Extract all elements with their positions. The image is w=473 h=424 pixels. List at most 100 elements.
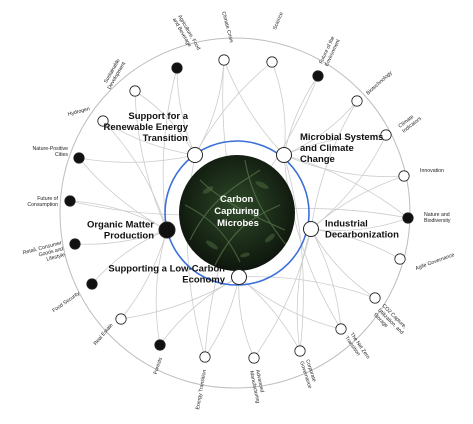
outer-node-marker[interactable] [248, 352, 260, 364]
outer-node-label: Energy Transition [195, 369, 208, 410]
theme-node-marker[interactable] [158, 221, 176, 239]
link-lowcarbon-9 [238, 276, 376, 299]
outer-node[interactable]: CorporateGovernance [294, 345, 319, 390]
link-microbial-7 [283, 154, 409, 219]
outer-node-label: Biotechnology [365, 70, 394, 97]
theme-node-marker[interactable] [303, 221, 319, 237]
link-lowcarbon-10 [238, 276, 342, 330]
outer-node-label: Retail, ConsumerGoods andLifestyle [22, 240, 66, 268]
link-industrial-10 [310, 228, 342, 330]
outer-node-marker[interactable] [129, 85, 141, 97]
outer-node-label: Science [272, 11, 285, 30]
outer-node[interactable]: Hydrogen [67, 106, 109, 127]
outer-node-marker[interactable] [171, 62, 183, 74]
link-microbial-4 [283, 100, 358, 156]
outer-node[interactable]: Energy Transition [195, 351, 211, 410]
link-renewable-2 [194, 61, 273, 156]
link-industrial-4 [310, 100, 358, 230]
center-title: Carbon Capturing Microbes [214, 194, 262, 229]
outer-node-label: Agile Governance [415, 252, 456, 272]
outer-node[interactable]: Retail, ConsumerGoods andLifestyle [22, 238, 81, 268]
outer-node-marker[interactable] [154, 339, 166, 351]
outer-node-label: AdvancedManufacturing [248, 369, 267, 404]
outer-node[interactable]: Agile Governance [394, 252, 456, 272]
link-renewable-19 [78, 154, 196, 163]
outer-node-label: Real Estate [93, 322, 115, 346]
outer-node-marker[interactable] [335, 323, 347, 335]
outer-node-label: Forests [153, 356, 164, 375]
outer-node-marker[interactable] [402, 212, 414, 224]
outer-node[interactable]: Science [266, 11, 285, 68]
outer-node[interactable]: SustainableDevelopment [101, 58, 141, 97]
outer-node-label: Innovation [420, 168, 444, 174]
link-microbial-10 [283, 154, 342, 330]
outer-node-marker[interactable] [398, 170, 410, 182]
outer-node-marker[interactable] [86, 278, 98, 290]
theme-node-marker[interactable] [231, 269, 247, 285]
outer-node[interactable]: Forests [153, 339, 166, 375]
outer-node-marker[interactable] [380, 129, 392, 141]
link-renewable-0 [176, 67, 196, 156]
outer-node-marker[interactable] [69, 238, 81, 250]
outer-node-marker[interactable] [73, 152, 85, 164]
outer-node[interactable]: Innovation [398, 168, 444, 182]
outer-node[interactable]: ClimateIndicators [380, 111, 423, 141]
outer-node-marker[interactable] [266, 56, 278, 68]
link-renewable-1 [194, 59, 225, 156]
link-microbial-3 [283, 75, 319, 156]
link-organic-16 [91, 229, 168, 285]
outer-node[interactable]: Real Estate [93, 313, 127, 347]
link-organic-15 [120, 229, 168, 320]
link-lowcarbon-11 [238, 276, 301, 352]
theme-node-marker[interactable] [187, 147, 203, 163]
outer-node-marker[interactable] [218, 54, 230, 66]
link-industrial-9 [310, 228, 376, 299]
outer-node[interactable]: Agriculture, Foodand Beverage [171, 14, 201, 74]
outer-node-marker[interactable] [199, 351, 211, 363]
outer-node-label: Future of theEnvironment [318, 35, 342, 67]
link-industrial-12 [253, 228, 312, 359]
link-microbial-6 [283, 154, 405, 177]
link-industrial-6 [310, 175, 405, 230]
link-organic-19 [78, 157, 168, 231]
link-industrial-7 [310, 217, 409, 231]
theme-node-marker[interactable] [276, 147, 292, 163]
outer-node[interactable]: Food Security [51, 278, 98, 314]
outer-node-marker[interactable] [351, 95, 363, 107]
link-microbial-11 [283, 154, 304, 352]
outer-node-marker[interactable] [312, 70, 324, 82]
outer-node-marker[interactable] [97, 115, 109, 127]
link-lowcarbon-13 [204, 276, 240, 358]
link-organic-20 [102, 120, 168, 231]
outer-node-marker[interactable] [64, 195, 76, 207]
outer-node-label: CO2 Capture,Utilization, andStorage [372, 303, 409, 340]
outer-node[interactable]: CO2 Capture,Utilization, andStorage [369, 292, 409, 341]
outer-node-label: Food Security [51, 290, 81, 314]
outer-node-marker[interactable] [369, 292, 381, 304]
link-industrial-8 [310, 228, 401, 260]
outer-node[interactable]: AdvancedManufacturing [248, 352, 267, 404]
outer-node-marker[interactable] [115, 313, 127, 325]
outer-node-marker[interactable] [394, 253, 406, 265]
outer-node-label: SustainableDevelopment [101, 58, 127, 91]
outer-node-label: The Net ZeroTransition [343, 332, 371, 364]
outer-node-marker[interactable] [294, 345, 306, 357]
